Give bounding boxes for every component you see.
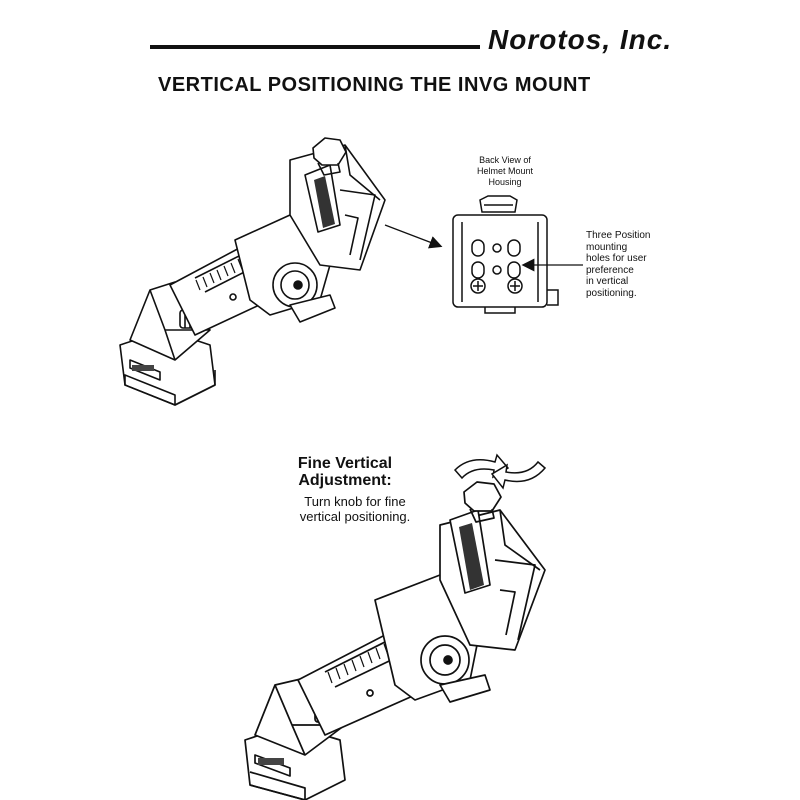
holes-callout-line: holes for user <box>586 253 647 264</box>
back-view-caption-line: Helmet Mount <box>476 166 534 176</box>
back-view-caption: Back View of Helmet Mount Housing <box>455 155 555 188</box>
back-view-caption-line: Housing <box>488 177 522 187</box>
fine-adjust-title-line: Adjustment: <box>298 472 392 489</box>
fine-adjust-text-line: Turn knob for fine <box>304 494 406 509</box>
back-view-caption-line: Back View of <box>479 155 531 165</box>
brand-name: Norotos, Inc. <box>488 24 673 55</box>
holes-callout-line: positioning. <box>586 287 637 299</box>
fine-adjust-title: Fine Vertical Adjustment: <box>270 455 420 489</box>
pointer-arrow <box>384 224 443 249</box>
mount-illustration-top <box>119 137 386 406</box>
back-view-illustration <box>452 195 559 314</box>
fine-adjust-title-line: Fine Vertical <box>297 455 393 472</box>
holes-callout-line: preference <box>586 264 634 276</box>
holes-callout: Three Position mounting holes for user p… <box>586 230 650 299</box>
header-rule <box>150 45 480 49</box>
fine-adjust-text-line: vertical positioning. <box>299 509 411 524</box>
holes-callout-line: mounting <box>586 241 628 253</box>
page-title: VERTICAL POSITIONING THE INVG MOUNT <box>158 74 591 96</box>
holes-callout-line: in vertical <box>586 276 629 287</box>
fine-adjust-text: Turn knob for fine vertical positioning. <box>270 494 440 524</box>
mount-illustration-bottom <box>244 481 546 800</box>
holes-callout-line: Three Position <box>586 230 651 241</box>
rotate-arrows-icon <box>453 453 547 490</box>
